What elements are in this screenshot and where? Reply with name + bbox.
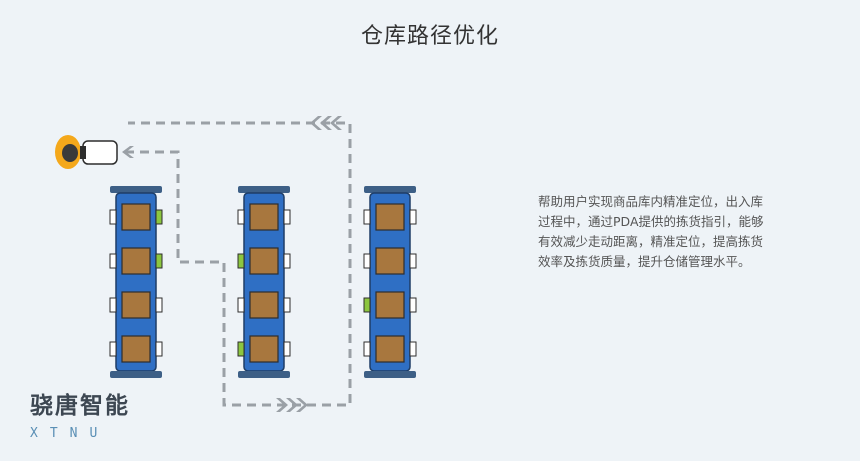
route-arrows	[122, 116, 342, 412]
worker-icon	[55, 135, 118, 169]
arrow-right-bottom	[276, 398, 308, 412]
arrow-left-top	[310, 116, 342, 130]
page-title: 仓库路径优化	[360, 24, 499, 49]
rack-1	[109, 186, 163, 378]
brand-logo: 骁唐智能 XTNU	[30, 386, 130, 441]
route-path	[125, 121, 352, 407]
rack-2	[237, 186, 291, 378]
brand-subtitle: XTNU	[30, 426, 110, 441]
description-text: 帮助用户实现商品库内精准定位，出入库过程中，通过PDA提供的拣货指引，能够有效减…	[538, 194, 764, 269]
brand-name: 骁唐智能	[30, 393, 130, 419]
rack-3	[363, 186, 417, 378]
arrow-small-start	[122, 146, 134, 158]
